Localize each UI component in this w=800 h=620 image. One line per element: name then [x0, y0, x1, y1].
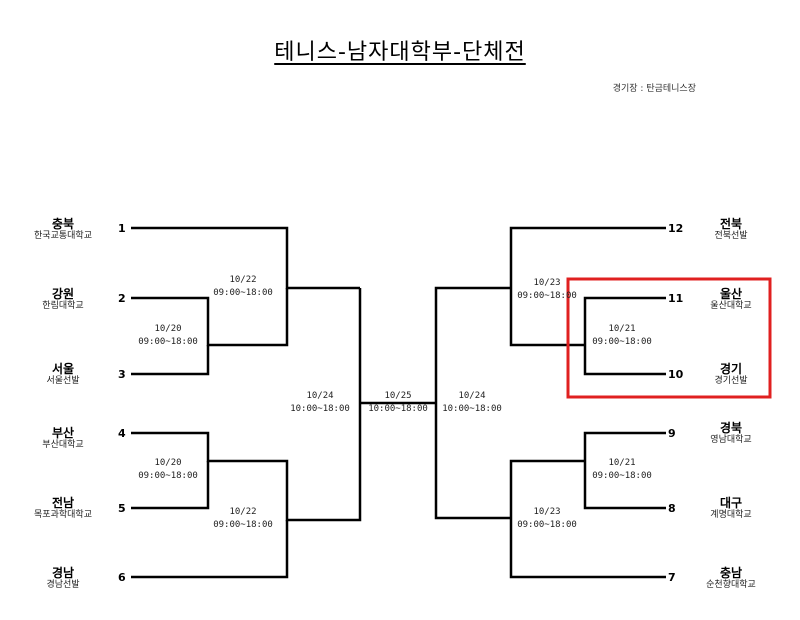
- match-schedule: 10/20 09:00~18:00: [123, 323, 213, 349]
- match-time: 09:00~18:00: [517, 520, 577, 531]
- seed-number: 5: [118, 502, 126, 515]
- match-time: 10:00~18:00: [442, 404, 502, 415]
- line-right-12: [509, 226, 666, 347]
- team-entry: 전북 전북선발: [676, 217, 786, 242]
- team-region: 경북: [719, 421, 743, 435]
- team-entry: 대구 계명대학교: [676, 496, 786, 521]
- match-schedule: 10/22 09:00~18:00: [198, 506, 288, 532]
- line-left-3: [131, 345, 210, 376]
- team-entry: 전남 목포과학대학교: [8, 496, 118, 521]
- match-time: 09:00~18:00: [138, 471, 198, 482]
- match-schedule: 10/21 09:00~18:00: [577, 323, 667, 349]
- match-schedule: 10/24 10:00~18:00: [427, 390, 517, 416]
- venue-label: 경기장 : 탄금테니스장: [612, 84, 696, 94]
- team-school: 서울선발: [46, 376, 80, 387]
- team-region: 전북: [719, 217, 743, 231]
- match-date: 10/25: [384, 391, 412, 401]
- page-title: 테니스-남자대학부-단체전: [274, 40, 526, 65]
- match-schedule: 10/22 09:00~18:00: [198, 274, 288, 300]
- match-date: 10/21: [608, 324, 636, 334]
- team-region: 충북: [51, 217, 75, 231]
- match-date: 10/21: [608, 458, 636, 468]
- seed-number: 6: [118, 571, 126, 584]
- match-time: 09:00~18:00: [213, 520, 273, 531]
- match-date: 10/23: [533, 278, 561, 288]
- team-entry: 경기 경기선발: [676, 362, 786, 387]
- team-entry: 경북 영남대학교: [676, 421, 786, 446]
- seed-number: 12: [668, 222, 684, 235]
- seed-number: 3: [118, 368, 126, 381]
- team-school: 한국교통대학교: [34, 231, 92, 242]
- team-entry: 울산 울산대학교: [676, 287, 786, 312]
- match-time: 10:00~18:00: [368, 404, 428, 415]
- match-date: 10/23: [533, 507, 561, 517]
- match-date: 10/24: [458, 391, 486, 401]
- team-entry: 서울 서울선발: [8, 362, 118, 387]
- line-right-upper: [434, 286, 511, 520]
- team-school: 계명대학교: [710, 510, 752, 521]
- team-school: 울산대학교: [710, 301, 752, 312]
- match-date: 10/20: [154, 324, 182, 334]
- match-schedule: 10/20 09:00~18:00: [123, 457, 213, 483]
- seed-number: 9: [668, 427, 676, 440]
- match-date: 10/20: [154, 458, 182, 468]
- seed-number: 7: [668, 571, 676, 584]
- match-time: 09:00~18:00: [592, 337, 652, 348]
- team-school: 순천향대학교: [706, 580, 756, 591]
- team-region: 울산: [719, 287, 743, 301]
- highlight-box: [566, 277, 772, 399]
- match-schedule: 10/25 10:00~18:00: [353, 390, 443, 416]
- match-date: 10/24: [306, 391, 334, 401]
- team-region: 경남: [51, 566, 75, 580]
- match-time: 09:00~18:00: [517, 291, 577, 302]
- match-time: 09:00~18:00: [592, 471, 652, 482]
- team-region: 강원: [51, 287, 75, 301]
- seed-number: 8: [668, 502, 676, 515]
- line-left-1: [131, 226, 360, 290]
- seed-number: 4: [118, 427, 126, 440]
- match-schedule: 10/23 09:00~18:00: [502, 277, 592, 303]
- match-date: 10/22: [229, 507, 257, 517]
- team-school: 경남선발: [46, 580, 80, 591]
- team-school: 전북선발: [714, 231, 748, 242]
- team-school: 영남대학교: [710, 435, 752, 446]
- line-right-9: [583, 431, 666, 510]
- team-region: 경기: [719, 362, 743, 376]
- team-region: 부산: [51, 426, 75, 440]
- match-schedule: 10/23 09:00~18:00: [502, 506, 592, 532]
- match-schedule: 10/24 10:00~18:00: [275, 390, 365, 416]
- seed-number: 1: [118, 222, 126, 235]
- line-left-5: [131, 461, 210, 510]
- seed-number: 10: [668, 368, 684, 381]
- team-school: 목포과학대학교: [34, 510, 92, 521]
- team-entry: 충남 순천향대학교: [676, 566, 786, 591]
- match-schedule: 10/21 09:00~18:00: [577, 457, 667, 483]
- match-date: 10/22: [229, 275, 257, 285]
- line-left-6: [131, 520, 289, 579]
- match-time: 09:00~18:00: [213, 288, 273, 299]
- team-school: 부산대학교: [42, 440, 84, 451]
- seed-number: 2: [118, 292, 126, 305]
- line-right-lower: [509, 459, 666, 579]
- team-region: 대구: [719, 496, 743, 510]
- team-entry: 경남 경남선발: [8, 566, 118, 591]
- match-time: 09:00~18:00: [138, 337, 198, 348]
- team-region: 충남: [719, 566, 743, 580]
- team-entry: 충북 한국교통대학교: [8, 217, 118, 242]
- team-region: 전남: [51, 496, 75, 510]
- line-right-11: [583, 296, 666, 376]
- team-entry: 부산 부산대학교: [8, 426, 118, 451]
- team-school: 경기선발: [714, 376, 748, 387]
- team-entry: 강원 한림대학교: [8, 287, 118, 312]
- team-school: 한림대학교: [42, 301, 84, 312]
- match-time: 10:00~18:00: [290, 404, 350, 415]
- line-left-4: [131, 288, 362, 522]
- team-region: 서울: [51, 362, 75, 376]
- seed-number: 11: [668, 292, 684, 305]
